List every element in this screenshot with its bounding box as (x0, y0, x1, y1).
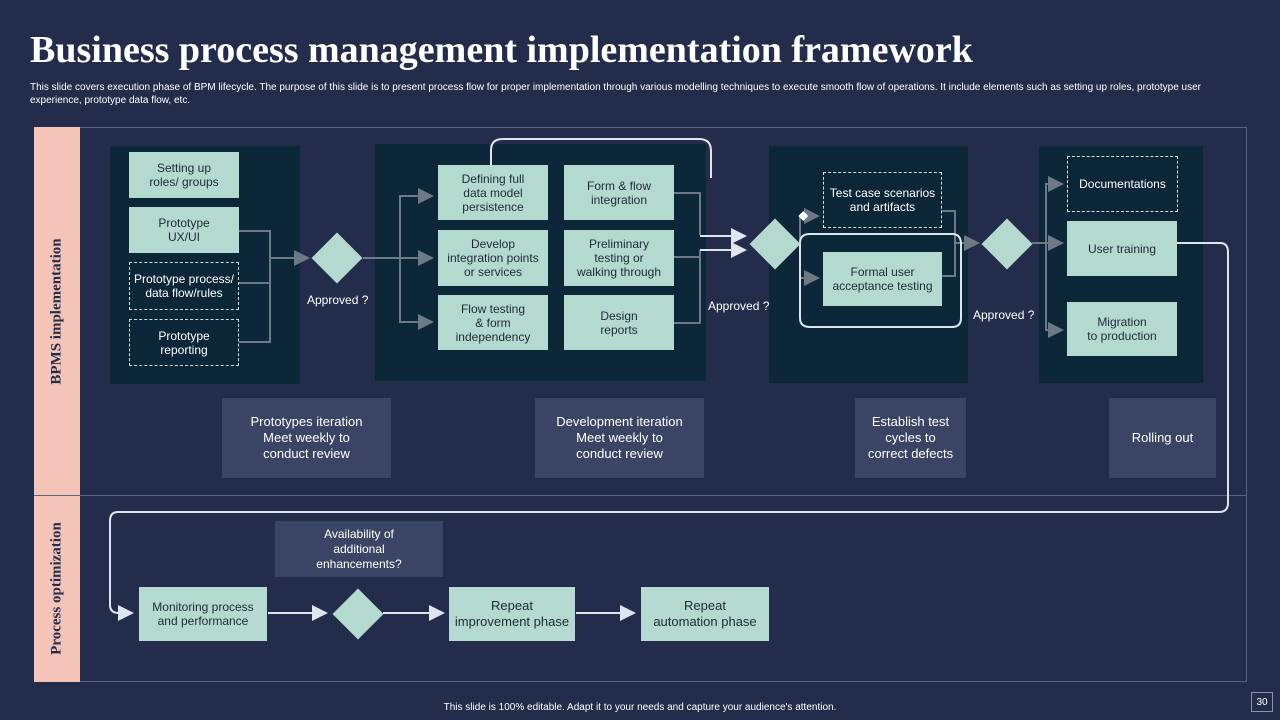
form-flow-integration-box: Form & flow integration (564, 165, 674, 220)
design-reports-box: Design reports (564, 295, 674, 350)
prototype-reporting-box: Prototype reporting (129, 319, 239, 366)
footer-text: This slide is 100% editable. Adapt it to… (443, 702, 837, 713)
preliminary-testing-box: Preliminary testing or walking through (564, 230, 674, 286)
lane-tab-implementation: BPMS implementation (34, 127, 80, 495)
repeat-improvement-box: Repeat improvement phase (449, 587, 575, 641)
prototype-process-box: Prototype process/ data flow/rules (129, 262, 239, 310)
prototype-ux-box: Prototype UX/UI (129, 207, 239, 253)
setting-up-roles-box: Setting up roles/ groups (129, 152, 239, 198)
documentations-box: Documentations (1067, 156, 1178, 212)
monitoring-process-box: Monitoring process and performance (139, 587, 267, 641)
user-training-box: User training (1067, 221, 1177, 276)
lane-divider (34, 495, 1247, 496)
approved-label-2: Approved ? (708, 299, 770, 313)
formal-acceptance-testing-box: Formal user acceptance testing (823, 252, 942, 306)
establish-test-cycles-note: Establish test cycles to correct defects (855, 398, 966, 478)
repeat-automation-box: Repeat automation phase (641, 587, 769, 641)
approved-label-1: Approved ? (307, 293, 369, 307)
page-number: 30 (1251, 692, 1273, 712)
lane-tab-optimization: Process optimization (34, 496, 80, 682)
migration-production-box: Migration to production (1067, 302, 1177, 356)
flow-testing-box: Flow testing & form independency (438, 295, 548, 350)
page-subtitle: This slide covers execution phase of BPM… (30, 82, 1201, 106)
test-case-scenarios-box: Test case scenarios and artifacts (823, 172, 942, 228)
develop-integration-box: Develop integration points or services (438, 230, 548, 286)
approved-label-3: Approved ? (973, 308, 1035, 322)
page-title: Business process management implementati… (30, 29, 973, 71)
defining-data-model-box: Defining full data model persistence (438, 165, 548, 220)
prototypes-iteration-note: Prototypes iteration Meet weekly to cond… (222, 398, 391, 478)
rolling-out-note: Rolling out (1109, 398, 1216, 478)
availability-enhancements-note: Availability of additional enhancements? (275, 521, 443, 577)
development-iteration-note: Development iteration Meet weekly to con… (535, 398, 704, 478)
